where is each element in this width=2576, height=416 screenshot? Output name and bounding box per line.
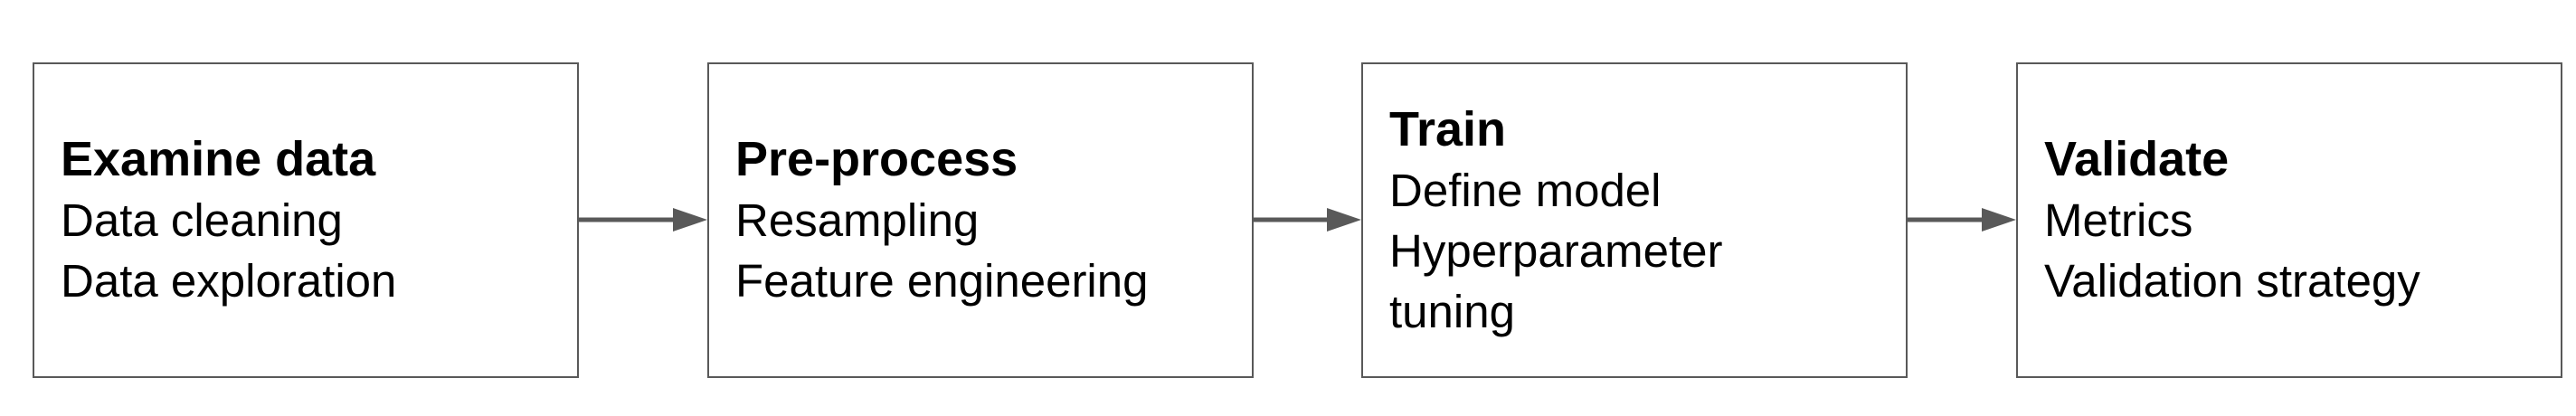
stage-title: Validate — [2044, 132, 2230, 186]
stage-text: Validate Metrics Validation strategy — [2044, 129, 2420, 311]
stage-item: Data cleaning — [61, 194, 343, 246]
stage-item: Hyperparameter — [1389, 224, 1723, 277]
stage-box-train: Train Define model Hyperparameter tuning — [1361, 62, 1908, 378]
stage-box-validate: Validate Metrics Validation strategy — [2016, 62, 2562, 378]
arrow-examine-to-preprocess — [579, 208, 707, 232]
stage-item: Validation strategy — [2044, 255, 2420, 307]
stage-text: Pre-process Resampling Feature engineeri… — [735, 129, 1149, 311]
stage-box-pre-process: Pre-process Resampling Feature engineeri… — [707, 62, 1254, 378]
stage-title: Pre-process — [735, 132, 1018, 186]
stage-title: Train — [1389, 101, 1507, 156]
stage-item: tuning — [1389, 285, 1515, 337]
stage-box-examine-data: Examine data Data cleaning Data explorat… — [33, 62, 579, 378]
arrow-train-to-validate — [1908, 208, 2016, 232]
arrow-head-icon — [1982, 208, 2016, 232]
stage-item: Feature engineering — [735, 255, 1149, 307]
stage-text: Train Define model Hyperparameter tuning — [1389, 99, 1722, 342]
arrow-preprocess-to-train — [1254, 208, 1361, 232]
stage-text: Examine data Data cleaning Data explorat… — [61, 129, 396, 311]
arrow-head-icon — [1327, 208, 1361, 232]
stage-item: Resampling — [735, 194, 980, 246]
stage-item: Data exploration — [61, 255, 397, 307]
stage-item: Metrics — [2044, 194, 2193, 246]
stage-item: Define model — [1389, 164, 1662, 216]
arrow-head-icon — [673, 208, 707, 232]
stage-title: Examine data — [61, 132, 376, 186]
